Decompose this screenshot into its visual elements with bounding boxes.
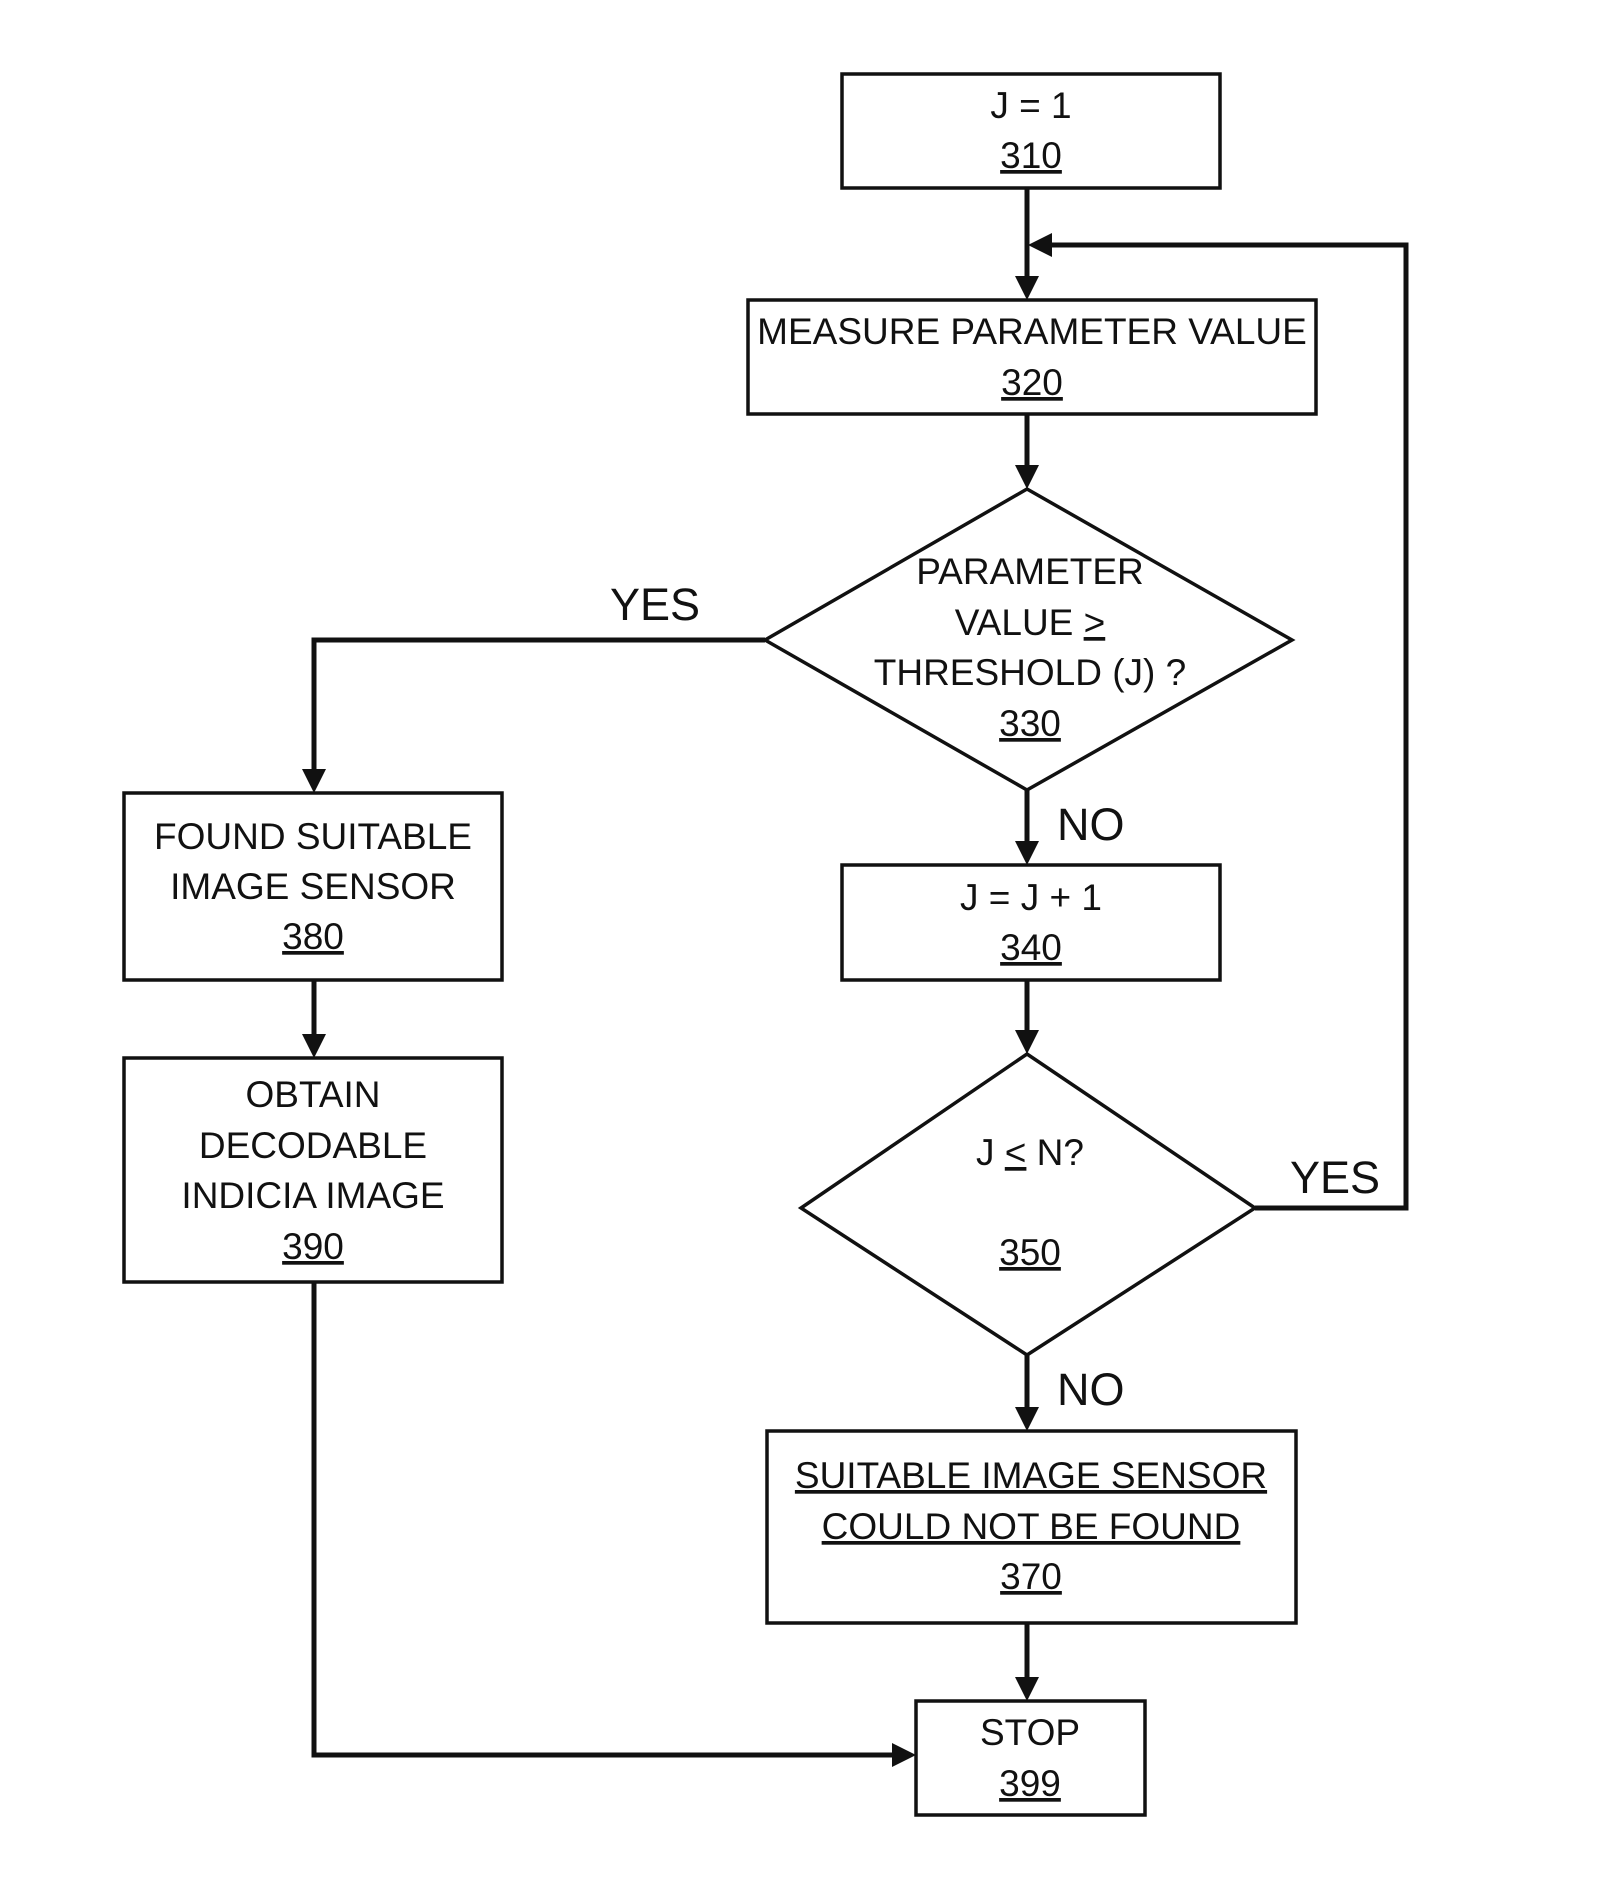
node-350-lte-symbol: < xyxy=(1005,1132,1027,1173)
node-330-line2-prefix: VALUE xyxy=(955,602,1084,643)
node-320: MEASURE PARAMETER VALUE 320 xyxy=(748,300,1316,414)
node-350: J < N? 350 xyxy=(801,1054,1255,1355)
node-330-line1: PARAMETER xyxy=(916,551,1144,592)
node-399-ref: 399 xyxy=(999,1763,1061,1804)
node-330-line3: THRESHOLD (J) ? xyxy=(874,652,1186,693)
node-390-line2: DECODABLE xyxy=(199,1125,427,1166)
arrowhead-350-yes-loop xyxy=(1028,233,1052,257)
node-320-label: MEASURE PARAMETER VALUE xyxy=(757,311,1307,352)
arrowhead-330-no-to-340 xyxy=(1015,841,1039,865)
node-350-diamond xyxy=(801,1054,1255,1355)
node-350-line1-prefix: J xyxy=(976,1132,1005,1173)
arrowhead-390-to-399 xyxy=(892,1743,916,1767)
node-340-ref: 340 xyxy=(1000,927,1062,968)
node-370: SUITABLE IMAGE SENSOR COULD NOT BE FOUND… xyxy=(767,1431,1296,1623)
arrowhead-370-to-399 xyxy=(1015,1677,1039,1701)
node-340-label: J = J + 1 xyxy=(960,877,1102,918)
node-380-line2: IMAGE SENSOR xyxy=(170,866,456,907)
edge-label-350-no: NO xyxy=(1057,1364,1125,1415)
edge-label-330-no: NO xyxy=(1057,799,1125,850)
edge-label-350-yes: YES xyxy=(1290,1152,1380,1203)
node-370-line1: SUITABLE IMAGE SENSOR xyxy=(795,1455,1267,1496)
node-310: J = 1 310 xyxy=(842,74,1220,188)
node-370-ref: 370 xyxy=(1000,1556,1062,1597)
node-340: J = J + 1 340 xyxy=(842,865,1220,980)
arrowhead-350-no-to-370 xyxy=(1015,1407,1039,1431)
node-380-line1: FOUND SUITABLE xyxy=(154,816,472,857)
node-330-line2: VALUE > xyxy=(955,602,1105,643)
arrowhead-380-to-390 xyxy=(302,1034,326,1058)
node-370-line2: COULD NOT BE FOUND xyxy=(822,1506,1241,1547)
node-390: OBTAIN DECODABLE INDICIA IMAGE 390 xyxy=(124,1058,502,1282)
node-390-ref: 390 xyxy=(282,1226,344,1267)
node-310-label: J = 1 xyxy=(990,85,1071,126)
node-399: STOP 399 xyxy=(916,1701,1145,1815)
arrowhead-330-yes-to-380 xyxy=(302,769,326,793)
edge-label-330-yes: YES xyxy=(610,579,700,630)
node-330-ref: 330 xyxy=(999,703,1061,744)
node-350-line1-suffix: N? xyxy=(1026,1132,1084,1173)
node-399-label: STOP xyxy=(980,1712,1080,1753)
node-320-ref: 320 xyxy=(1001,362,1063,403)
node-330: PARAMETER VALUE > THRESHOLD (J) ? 330 xyxy=(765,489,1292,790)
node-350-line1: J < N? xyxy=(976,1132,1084,1173)
arrowhead-320-to-330 xyxy=(1015,465,1039,489)
edge-330-yes-to-380 xyxy=(314,640,765,770)
node-310-ref: 310 xyxy=(1000,135,1062,176)
node-350-ref: 350 xyxy=(999,1232,1061,1273)
arrowhead-310-to-320 xyxy=(1015,276,1039,300)
node-390-line3: INDICIA IMAGE xyxy=(181,1175,444,1216)
arrowhead-340-to-350 xyxy=(1015,1030,1039,1054)
node-380: FOUND SUITABLE IMAGE SENSOR 380 xyxy=(124,793,502,980)
node-380-ref: 380 xyxy=(282,916,344,957)
node-330-gte-symbol: > xyxy=(1084,602,1106,643)
node-390-line1: OBTAIN xyxy=(246,1074,381,1115)
